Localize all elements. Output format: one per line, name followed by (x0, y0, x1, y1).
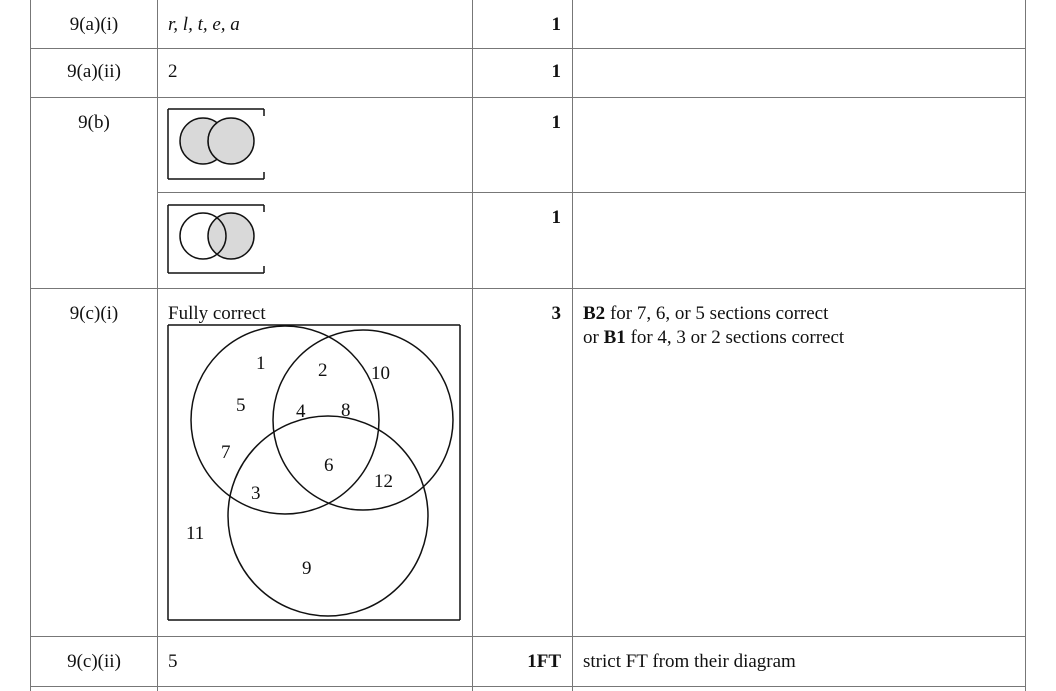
question-9c-ii: 9(c)(ii) (67, 651, 121, 672)
venn-number-6: 6 (324, 455, 334, 476)
row-border-4 (30, 636, 1025, 637)
mark-9a-ii: 1 (551, 61, 562, 82)
venn-circle-c (227, 415, 429, 617)
question-9b: 9(b) (78, 112, 110, 133)
row-border-5 (30, 686, 1025, 687)
guidance-b2: B2 (583, 303, 606, 324)
mark-9b-2: 1 (551, 207, 562, 228)
venn-circle-a (190, 325, 380, 515)
venn-number-4: 4 (296, 401, 306, 422)
venn-number-12: 12 (374, 471, 393, 492)
guidance-or: or (583, 327, 604, 348)
mark-9a-i: 1 (551, 14, 562, 35)
mark-9c-i: 3 (551, 303, 562, 324)
col-border-mark (572, 0, 573, 691)
col-border-question (157, 0, 158, 691)
venn-number-9: 9 (302, 558, 312, 579)
venn-number-3: 3 (251, 483, 261, 504)
row-border-9b-split (157, 192, 1025, 193)
venn-circle-b (272, 329, 454, 511)
col-border-left (30, 0, 31, 691)
answer-9c-ii: 5 (168, 651, 178, 672)
guidance-b2-text: for 7, 6, or 5 sections correct (605, 303, 829, 324)
venn-number-8: 8 (341, 400, 351, 421)
col-border-answer (472, 0, 473, 691)
guidance-b1-text: for 4, 3 or 2 sections correct (625, 327, 845, 348)
venn-number-2: 2 (318, 360, 328, 381)
venn-number-7: 7 (221, 442, 231, 463)
venn-number-10: 10 (371, 363, 390, 384)
guidance-b1: B1 (603, 327, 626, 348)
mark-9b-1: 1 (551, 112, 562, 133)
answer-9a-i: r, l, t, e, a (168, 14, 240, 35)
answer-9a-ii: 2 (168, 61, 178, 82)
row-border-1 (30, 48, 1025, 49)
question-9a-i: 9(a)(i) (69, 14, 119, 35)
answer-label-9c-i: Fully correct (168, 303, 266, 324)
guidance-9c-i-line1: B2 for 7, 6, or 5 sections correct (583, 303, 828, 325)
question-9a-ii: 9(a)(ii) (67, 61, 121, 82)
question-9c-i: 9(c)(i) (69, 303, 119, 324)
venn-number-11: 11 (186, 523, 204, 544)
venn-number-5: 5 (236, 395, 246, 416)
guidance-9c-ii: strict FT from their diagram (583, 651, 796, 672)
venn-number-1: 1 (256, 353, 266, 374)
guidance-9c-i-line2: or B1 for 4, 3 or 2 sections correct (583, 327, 844, 349)
mark-9c-ii: 1FT (527, 651, 561, 672)
row-border-3 (30, 288, 1025, 289)
col-border-right (1025, 0, 1026, 691)
row-border-2 (30, 97, 1025, 98)
